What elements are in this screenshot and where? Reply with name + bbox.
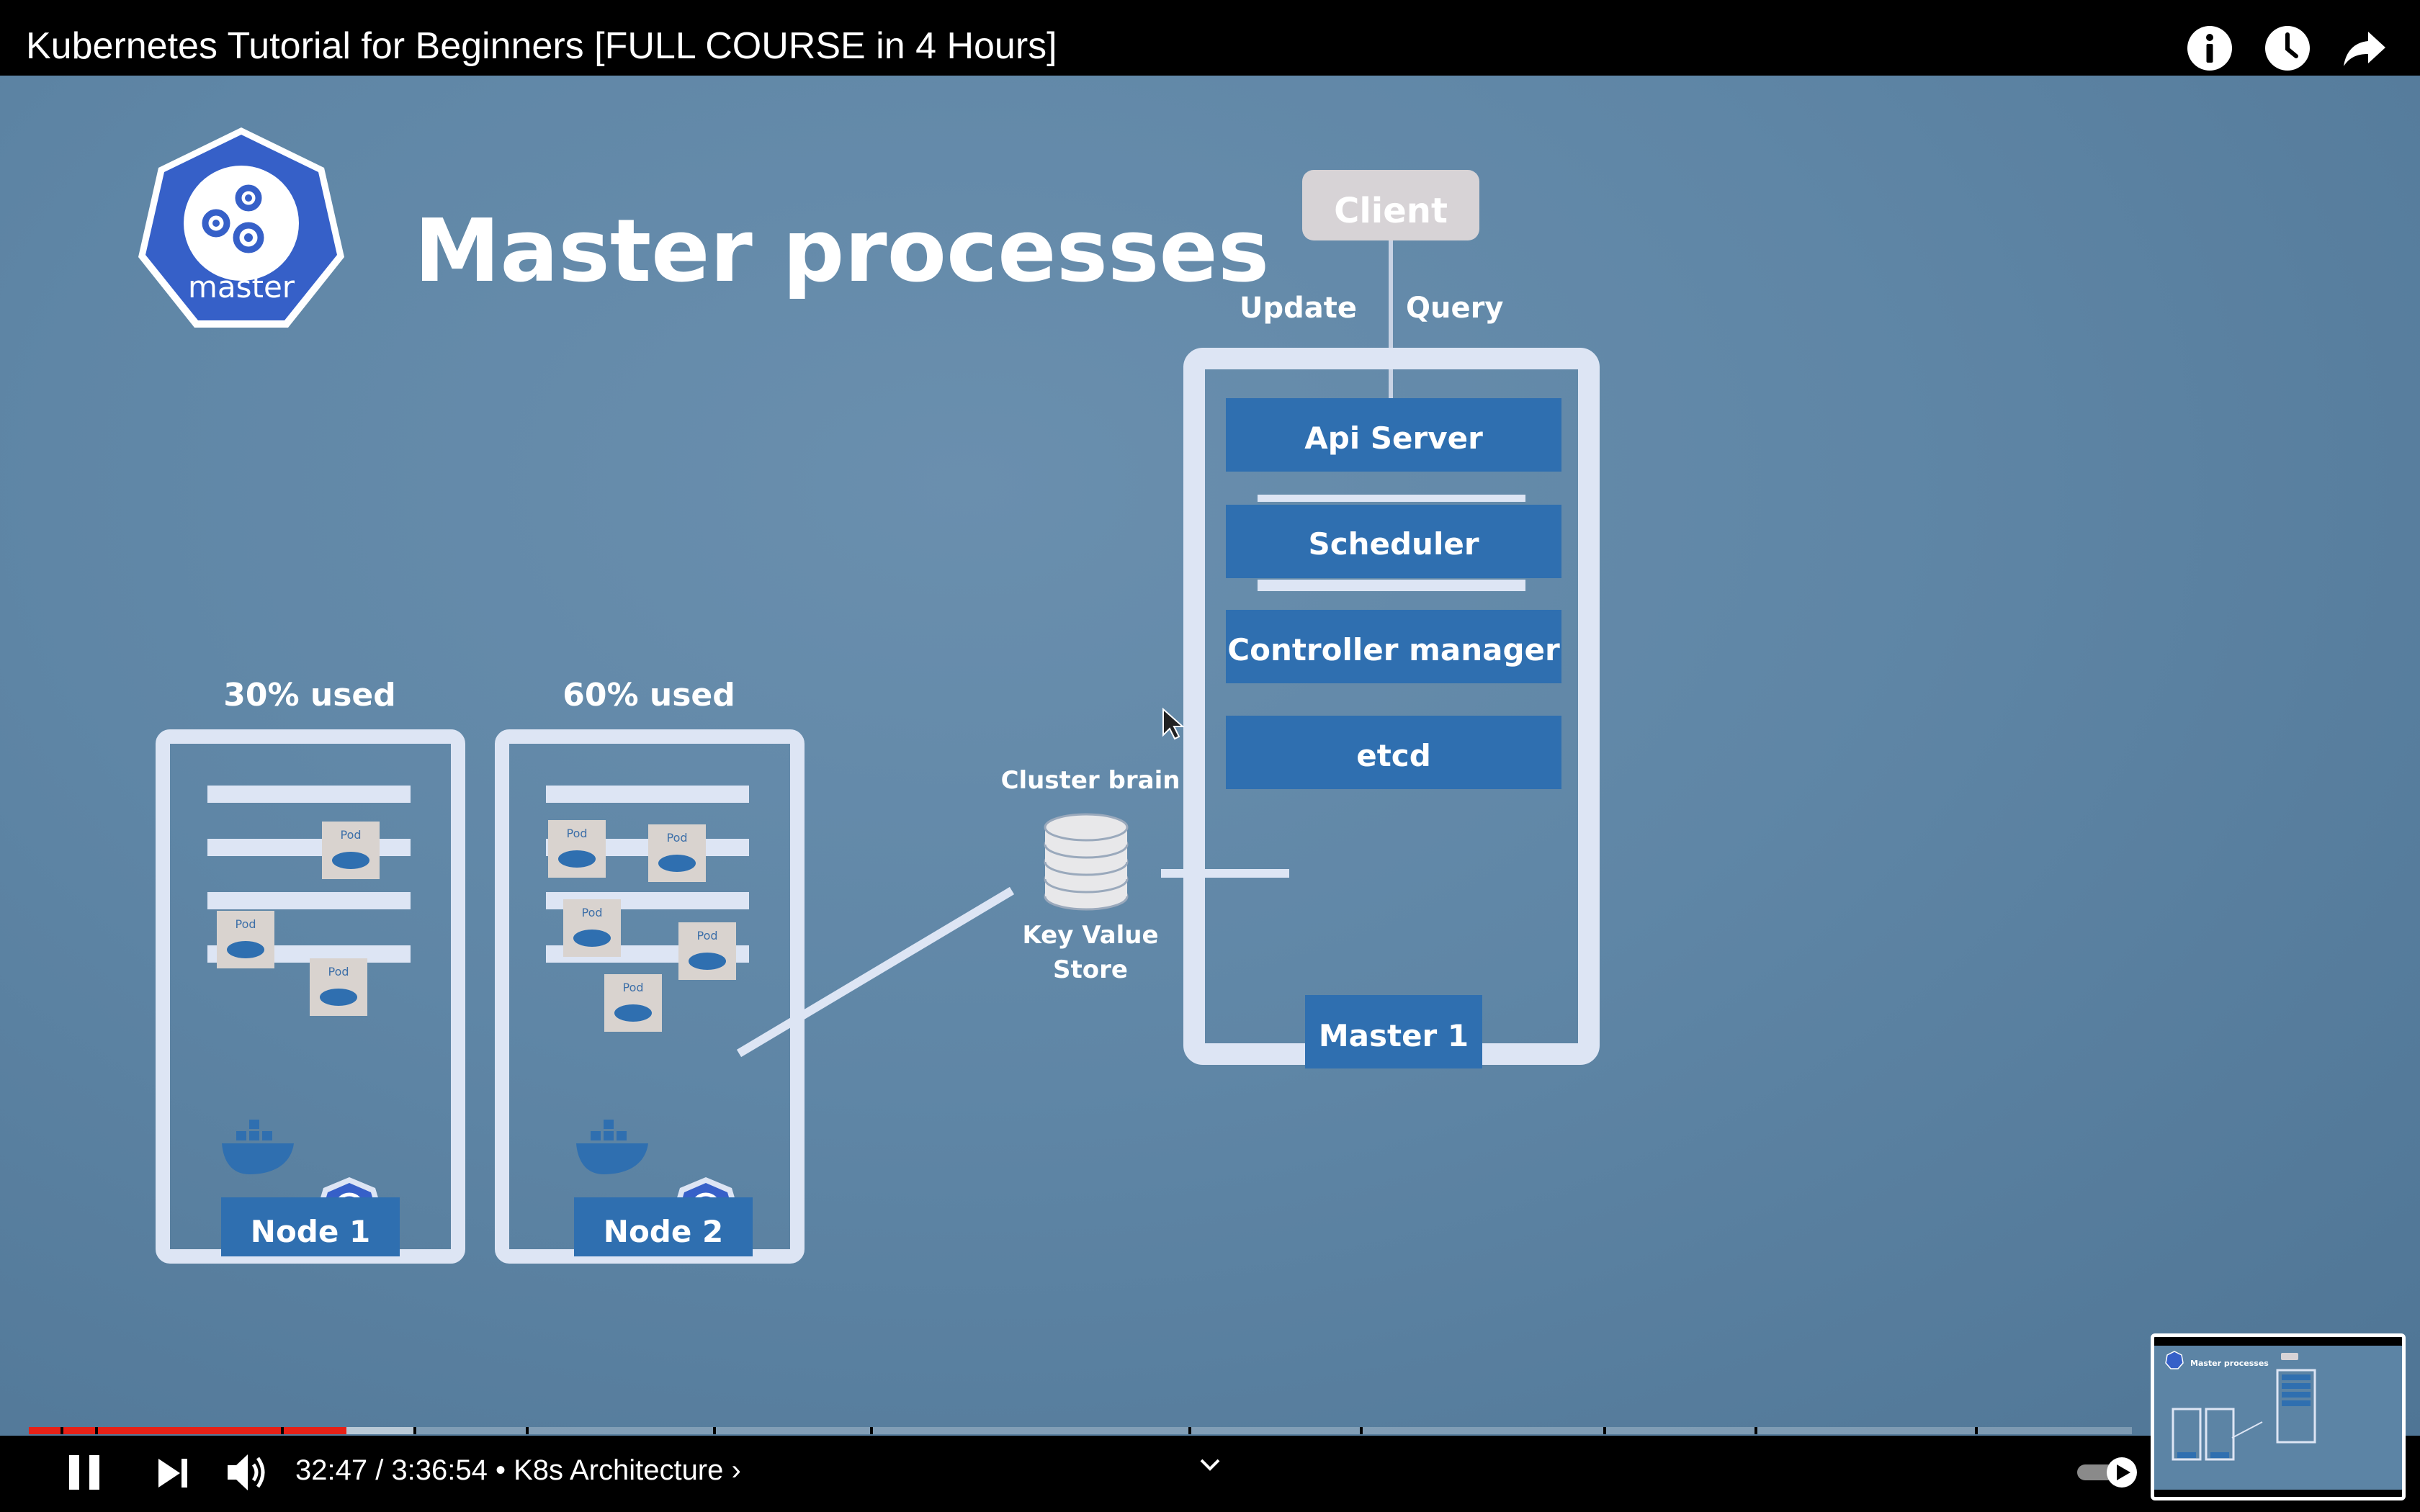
component-scheduler [1226,505,1561,578]
component-label: Api Server [1304,420,1483,456]
chapter-marker [1754,1427,1757,1434]
component-label: Controller manager [1227,632,1560,667]
watch-later-icon[interactable] [2264,24,2311,72]
info-icon[interactable] [2186,24,2233,72]
svg-text:Pod: Pod [622,981,643,994]
kv-store-label-1: Key Value [1022,921,1158,950]
svg-text:Pod: Pod [581,906,602,919]
chapter-marker [1603,1427,1606,1434]
seek-preview-thumbnail: Master processes [2151,1333,2406,1500]
svg-text:Pod: Pod [235,917,256,931]
node-usage: 60% used [563,677,735,714]
kv-store-label-2: Store [1053,955,1128,984]
chapter-marker [713,1427,716,1434]
svg-text:Pod: Pod [696,929,717,942]
pod-icon: Pod [563,899,621,957]
component-controller-manager [1226,610,1561,683]
chapter-marker [1360,1427,1363,1434]
master-logo: master [138,127,344,328]
node-usage: 30% used [223,677,396,714]
next-icon[interactable] [156,1457,192,1489]
slide-content: master Master processes Client Update Qu… [138,127,1600,1264]
logo-label: master [188,269,295,305]
pod-icon: Pod [310,958,367,1016]
svg-text:Pod: Pod [328,965,349,978]
chapter-marker [1188,1427,1191,1434]
chapter-marker [413,1427,416,1434]
svg-text:Pod: Pod [566,827,587,840]
database-icon [1044,813,1129,911]
time-and-chapter: 32:47 / 3:36:54 • K8s Architecture [295,1454,724,1486]
chapter-marker [95,1427,98,1434]
master-node-label: Master 1 [1319,1018,1469,1053]
autoplay-toggle[interactable] [2074,1456,2141,1489]
client-box [1302,170,1479,240]
pod-icon: Pod [217,911,274,968]
chapter-marker [60,1427,63,1434]
player-controls [0,1436,2420,1512]
chevron-down-icon[interactable] [1198,1457,1222,1472]
volume-icon[interactable] [226,1452,271,1493]
component-label: Scheduler [1308,526,1479,562]
share-icon[interactable] [2341,24,2388,72]
docker-icon [222,1120,294,1174]
component-etcd [1226,716,1561,789]
cluster-brain-label: Cluster brain [1001,766,1180,795]
video-title-bar: Kubernetes Tutorial for Beginners [FULL … [0,0,2420,76]
component-label: etcd [1356,738,1431,773]
chapter-marker [281,1427,284,1434]
pod-icon: Pod [648,824,706,882]
gears-icon [202,184,264,253]
chapter-marker [526,1427,529,1434]
pod-icon: Pod [678,922,736,980]
master-node-label-box [1305,995,1482,1068]
thumbnail-heading: Master processes [2190,1359,2269,1368]
update-label: Update [1240,292,1357,325]
slide-heading: Master processes [414,202,1269,302]
progress-bar[interactable] [29,1427,2132,1434]
chapter-marker [1975,1427,1978,1434]
chevron-right-icon: › [731,1454,741,1486]
chapter-marker [870,1427,873,1434]
query-label: Query [1406,292,1503,325]
mouse-cursor-icon [1162,707,1185,740]
pod-icon: Pod [548,820,606,878]
video-player[interactable]: master Master processes Client Update Qu… [0,76,2420,1436]
node-label: Node 2 [604,1214,723,1249]
time-display[interactable]: 32:47 / 3:36:54 • K8s Architecture › [295,1454,741,1487]
client-label: Client [1334,191,1448,231]
docker-icon [576,1120,648,1174]
component-api-server [1226,398,1561,472]
video-title[interactable]: Kubernetes Tutorial for Beginners [FULL … [26,25,1057,67]
pause-icon[interactable] [66,1453,102,1492]
svg-text:Pod: Pod [340,828,361,842]
svg-text:Pod: Pod [666,831,687,845]
pod-icon: Pod [322,822,380,879]
progress-played [29,1427,346,1434]
pod-icon: Pod [604,974,662,1032]
node-label: Node 1 [251,1214,370,1249]
